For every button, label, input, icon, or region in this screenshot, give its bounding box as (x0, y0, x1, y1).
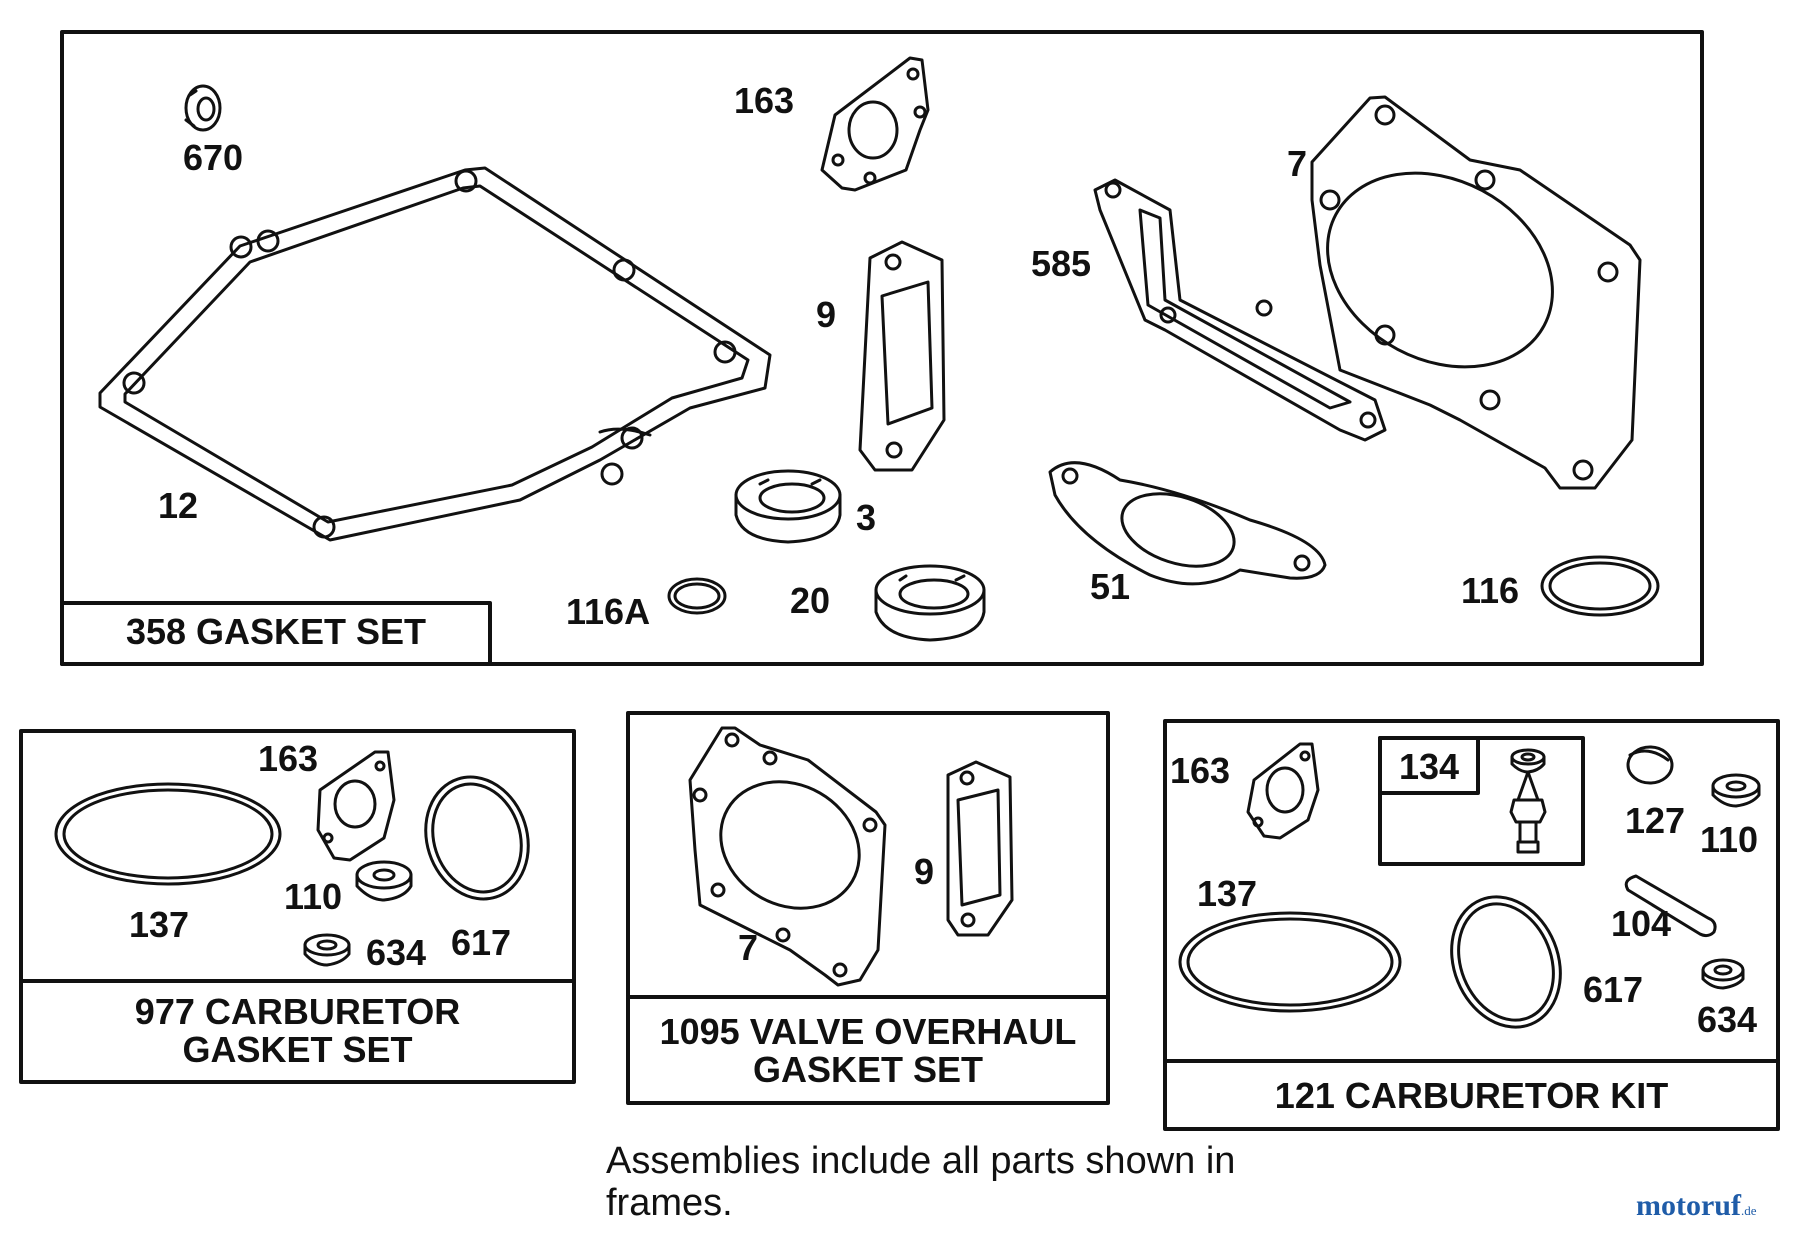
part-3-oil-seal (734, 469, 842, 544)
title-358-gasket-set: 358 GASKET SET (125, 611, 427, 652)
title-1095-line2: GASKET SET (752, 1049, 984, 1090)
part-137-oring-b (1178, 911, 1402, 1013)
part-104-pin (1624, 874, 1717, 938)
frame-gasket-set (60, 30, 1704, 666)
label-3: 3 (856, 497, 877, 538)
part-51-exhaust-gasket (1048, 461, 1327, 586)
frame-carburetor-kit (1163, 719, 1780, 1131)
label-104: 104 (1611, 903, 1672, 944)
title-1095-line1: 1095 VALVE OVERHAUL (659, 1011, 1077, 1052)
title-134: 134 (1398, 746, 1460, 787)
part-110-washer-b (1711, 773, 1761, 808)
part-20-oil-seal (874, 564, 986, 642)
part-134-needle-valve (1509, 748, 1547, 854)
part-116A-oring (667, 577, 727, 615)
frame-134-subassembly (1378, 736, 1585, 866)
part-137-oring-a (54, 782, 282, 886)
label-110-b: 110 (1700, 819, 1759, 860)
label-163-b: 163 (258, 738, 319, 779)
label-163: 163 (734, 80, 795, 121)
part-7-head-gasket (1310, 95, 1642, 490)
label-634-a: 634 (366, 932, 427, 973)
part-634-washer-a (303, 933, 351, 967)
label-585: 585 (1031, 243, 1092, 284)
label-51: 51 (1090, 566, 1131, 607)
part-670-seal (184, 84, 222, 132)
label-20: 20 (790, 580, 831, 621)
label-116: 116 (1461, 570, 1520, 611)
title-977-line2: GASKET SET (182, 1029, 413, 1070)
label-127: 127 (1625, 800, 1686, 841)
label-9: 9 (816, 294, 837, 335)
watermark-suffix: .de (1740, 1203, 1757, 1218)
part-163-gasket-b (316, 750, 396, 862)
label-163-c: 163 (1170, 750, 1231, 791)
part-116-oring (1540, 555, 1660, 617)
part-9-rocker-gasket-b (946, 760, 1014, 937)
part-9-rocker-gasket (858, 240, 946, 472)
title-977-line1: 977 CARBURETOR (134, 991, 461, 1032)
watermark-logo: motoruf.de (1636, 1191, 1757, 1221)
assemblies-note: Assemblies include all parts shown in fr… (606, 1140, 1236, 1224)
label-9-b: 9 (914, 851, 935, 892)
part-7-head-gasket-b (688, 726, 887, 987)
frame-valve-overhaul (626, 711, 1110, 1105)
part-12-crankcase-gasket (98, 166, 772, 542)
part-127-plug (1626, 745, 1674, 785)
watermark-brand: motoruf (1636, 1189, 1741, 1222)
frame-carburetor-gasket-set (19, 729, 576, 1084)
frame-gasket-set-title-box (60, 601, 492, 666)
part-163-gasket-c (1246, 742, 1320, 840)
frame-134-title-box (1378, 736, 1480, 795)
label-137-b: 137 (1197, 873, 1258, 914)
part-110-washer-a (355, 860, 413, 902)
part-617-oring-b (1450, 895, 1562, 1029)
label-110-a: 110 (284, 876, 343, 917)
part-585-intake-gasket (1093, 178, 1387, 442)
label-634-b: 634 (1697, 999, 1758, 1040)
label-7: 7 (1287, 143, 1308, 184)
part-634-washer-b (1701, 958, 1745, 990)
label-670: 670 (183, 137, 244, 178)
title-121-carburetor-kit: 121 CARBURETOR KIT (1274, 1075, 1669, 1116)
part-163-gasket (820, 56, 930, 192)
label-617-a: 617 (451, 922, 512, 963)
label-12: 12 (158, 485, 199, 526)
part-617-oring-a (424, 775, 530, 901)
label-116A: 116A (566, 591, 651, 632)
label-137-a: 137 (129, 904, 190, 945)
label-617-b: 617 (1583, 969, 1644, 1010)
label-7-b: 7 (738, 927, 759, 968)
